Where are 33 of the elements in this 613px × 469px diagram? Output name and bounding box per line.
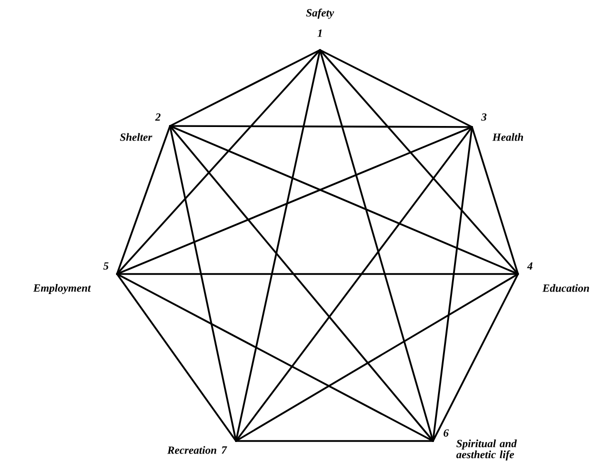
connecting-line (116, 49, 321, 275)
connecting-line (116, 273, 519, 275)
vertex-number: 5 (103, 262, 108, 270)
vertex-number: 1 (318, 30, 322, 37)
connecting-line (235, 440, 434, 442)
connecting-line (169, 125, 434, 442)
vertex-number: 2 (155, 113, 160, 121)
connecting-line (471, 126, 519, 275)
connecting-line (169, 125, 473, 128)
connecting-line (169, 125, 519, 275)
connecting-line (235, 273, 519, 442)
vertex-label: Spiritual and aesthetic life (456, 440, 517, 460)
connecting-line (116, 125, 171, 275)
connecting-line (169, 49, 321, 127)
vertex-label: Shelter (120, 133, 152, 141)
vertex-label: Safety (306, 8, 334, 19)
vertex-label: Recreation (167, 446, 216, 454)
vertex-number: 4 (527, 262, 532, 270)
vertex-number: 6 (444, 429, 449, 437)
connecting-line (432, 126, 473, 442)
connecting-line (319, 49, 519, 275)
connecting-line (169, 125, 237, 442)
vertex-number: 3 (481, 113, 486, 121)
connecting-line (116, 126, 473, 275)
connecting-line (116, 273, 434, 442)
connecting-line (319, 49, 473, 128)
vertex-number: 7 (222, 446, 228, 454)
connecting-line (432, 273, 519, 442)
connecting-line (235, 126, 473, 442)
vertex-label: Health (492, 133, 524, 141)
vertex-label: Education (542, 284, 589, 292)
connecting-line (116, 273, 237, 442)
vertex-label: Employment (33, 284, 91, 294)
